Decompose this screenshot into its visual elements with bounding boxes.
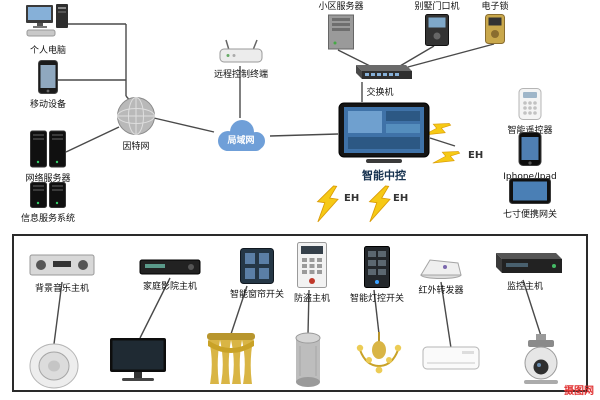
curtain-icon — [206, 332, 256, 390]
cylinder-device-icon — [294, 332, 322, 392]
touchscreen-icon — [338, 102, 430, 168]
central-control-label: 智能中控 — [362, 169, 406, 182]
server-box-icon — [326, 14, 356, 54]
air-conditioner-icon — [422, 346, 480, 376]
bgm-host-node: 背景音乐主机 — [22, 252, 102, 294]
info-system-label: 信息服务系统 — [20, 214, 75, 224]
eh-label-right: EH — [468, 150, 484, 161]
remote-controller-node: 智能遥控器 — [498, 88, 562, 136]
door-machine-label: 别墅门口机 — [414, 2, 460, 12]
dvr-icon — [488, 250, 562, 280]
tv-node — [108, 336, 168, 388]
light-switch-icon — [364, 246, 390, 292]
theater-host-node: 家庭影院主机 — [130, 258, 210, 292]
ir-repeater-label: 红外转发器 — [418, 286, 464, 296]
ptz-camera-icon — [516, 334, 566, 390]
mobile-node: 移动设备 — [10, 60, 86, 110]
pc-node: 个人电脑 — [10, 4, 86, 56]
mobile-phone-icon — [38, 60, 58, 98]
curtain-switch-node: 智能窗帘开关 — [222, 248, 292, 300]
portable-gateway-icon — [509, 178, 551, 208]
light-switch-label: 智能灯控开关 — [349, 294, 404, 304]
amplifier-icon — [29, 252, 95, 282]
pc-icon — [26, 4, 70, 44]
watermark: 摄图网 — [564, 386, 594, 397]
internet-label: 因特网 — [122, 142, 150, 152]
remote-controller-label: 智能遥控器 — [507, 126, 553, 136]
info-system-node: 信息服务系统 — [8, 182, 88, 224]
alarm-host-label: 防盗主机 — [293, 294, 330, 304]
intercom-icon — [425, 14, 449, 50]
bgm-host-label: 背景音乐主机 — [34, 284, 89, 294]
tv-icon — [108, 336, 168, 388]
remote-terminal-label: 远程控制终端 — [213, 70, 268, 80]
chandelier-node — [356, 332, 402, 386]
pc-label: 个人电脑 — [29, 46, 66, 56]
eh-label-center: EH — [393, 193, 409, 204]
air-conditioner-node — [422, 346, 480, 376]
mobile-label: 移动设备 — [29, 100, 66, 110]
server-towers-icon — [30, 182, 66, 212]
remote-controller-icon — [518, 88, 542, 124]
eh-label-left: EH — [344, 193, 360, 204]
dvd-player-icon — [139, 258, 201, 280]
elock-node: 电子锁 — [470, 2, 520, 48]
ptz-camera-node — [516, 334, 566, 390]
curtain-node — [206, 332, 256, 390]
gateway-label: 七寸便携网关 — [502, 210, 557, 220]
switch-node: 交换机 — [345, 62, 415, 98]
speaker-icon — [28, 342, 80, 394]
iphone-ipad-node: Iphone/Ipad — [498, 132, 562, 182]
device-panel-box — [12, 234, 588, 392]
curtain-switch-icon — [240, 248, 274, 288]
iphone-ipad-label: Iphone/Ipad — [503, 172, 557, 182]
dvr-host-label: 监控主机 — [506, 282, 543, 292]
remote-terminal-node: 远程控制终端 — [202, 38, 280, 80]
internet-node: 因特网 — [106, 96, 166, 152]
cloud-icon — [212, 118, 270, 160]
iphone-icon — [518, 132, 542, 170]
gateway-node: 七寸便携网关 — [494, 178, 566, 220]
theater-host-label: 家庭影院主机 — [142, 282, 197, 292]
alarm-panel-icon — [297, 242, 327, 292]
door-machine-node: 别墅门口机 — [406, 2, 468, 50]
network-switch-icon — [348, 62, 412, 86]
switch-label: 交换机 — [366, 88, 394, 98]
elock-label: 电子锁 — [481, 2, 509, 12]
ir-repeater-node: 红外转发器 — [408, 256, 474, 296]
electronic-lock-icon — [484, 14, 506, 48]
network-server-label: 网络服务器 — [25, 174, 71, 184]
siren-cylinder-node — [294, 332, 322, 392]
chandelier-icon — [356, 332, 402, 386]
lan-cloud-node: 局域网 — [212, 118, 270, 156]
central-control-node: 智能中控 — [336, 102, 432, 183]
ceiling-speaker-node — [28, 342, 80, 394]
alarm-host-node: 防盗主机 — [284, 242, 340, 304]
network-server-node: 网络服务器 — [8, 130, 88, 184]
router-icon — [219, 38, 263, 68]
community-server-label: 小区服务器 — [318, 2, 364, 12]
lan-label: 局域网 — [227, 136, 255, 146]
ir-repeater-icon — [418, 256, 464, 284]
globe-icon — [116, 96, 156, 140]
lightning-bolt-icons — [316, 123, 461, 223]
server-towers-icon — [30, 130, 66, 172]
dvr-host-node: 监控主机 — [482, 250, 568, 292]
curtain-switch-label: 智能窗帘开关 — [229, 290, 284, 300]
community-server-node: 小区服务器 — [310, 2, 372, 54]
light-switch-node: 智能灯控开关 — [346, 246, 408, 304]
